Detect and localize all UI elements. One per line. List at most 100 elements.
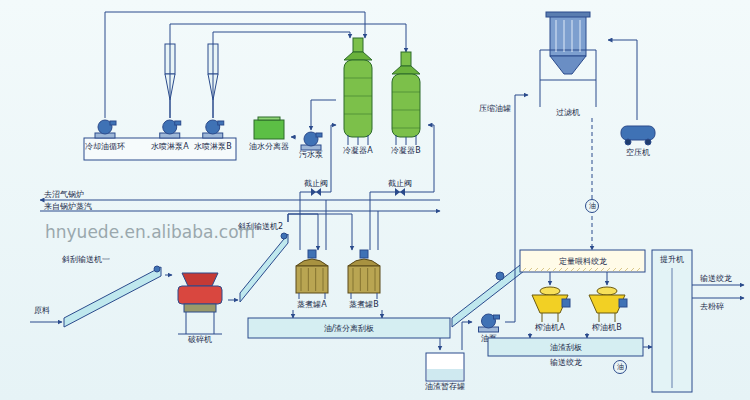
flow-note: 截止阀 [304,179,328,188]
equipment-label: 榨油机A [535,323,564,332]
equipment-drawing [203,120,224,138]
equipment-comp: 空压机 [615,120,661,158]
equipment-label: 冷凝器B [391,146,421,155]
conveyor-motor [496,272,504,280]
flow-note: 原料 [34,306,50,315]
equipment-shape [172,268,228,345]
pipe-connector [382,310,383,318]
equipment-label: 蒸煮罐B [349,300,379,309]
equipment-gtank: 油水分离器 [247,116,291,152]
equipment-label: 油渣刮板 [550,343,582,352]
equipment-drawing [652,250,692,392]
equipment-drawing [520,250,645,272]
flow-note: 压缩油罐 [479,104,511,113]
equipment-shape [336,38,380,156]
equipment-trough: 油/渣分离刮板 [248,318,450,338]
flow-note: 去沼气锅炉 [44,190,84,199]
pipe-connector [530,333,531,338]
equipment-drawing [254,117,284,139]
equipment-vessel: 冷凝器B [384,52,428,156]
equipment-drawing [344,38,372,145]
equipment-drawing [392,52,420,145]
incline-conveyor [452,262,524,327]
pipe-connector [592,118,593,250]
outlet-arrow [692,285,744,286]
pipe-connector [370,125,434,250]
equipment-crusher: 破碎机 [172,268,228,345]
pipe-connector [293,310,294,318]
equipment-drawing [296,250,328,299]
steam-line [40,211,440,212]
pipe-connector [228,300,238,301]
equipment-drawing [532,287,570,322]
equipment-conv: 斜刮输送机一 [62,255,165,330]
steam-drop [378,211,379,250]
equipment-label: 斜刮输送机一 [62,255,110,264]
equipment-shape [62,255,165,330]
flow-note: 来自锅炉蒸汽 [44,202,92,211]
pipe-connector [550,272,551,285]
watermark: hnyuede.en.alibaba.com [45,222,255,242]
equipment-label: 冷凝器A [343,146,372,155]
pipe-connector [462,322,472,350]
equipment-label: 油/渣分离刮板 [324,324,375,333]
pipe-connector [213,32,350,118]
flow-note: 截止阀 [388,179,412,188]
equipment-shape [528,10,608,118]
equipment-drawing [348,250,380,299]
equipment-label: 油渣暂存罐 [425,382,465,391]
equipment-drawing [178,273,222,334]
equipment-drawing [479,314,500,332]
outlet-arrow [692,298,744,299]
equipment-drawing [64,266,161,327]
equipment-drawing [426,353,464,381]
equipment-pump: 污水泵 [296,130,326,160]
equipment-shape [652,250,692,392]
equipment-press: 榨油机A [525,285,575,333]
equipment-pump: 冷却油循环 [83,118,127,152]
equipment-cooker: 蒸煮罐A [290,250,334,310]
pipe-connector [440,338,441,350]
equipment-label: 提升机 [660,255,684,264]
circled-mark: 油 [585,199,599,213]
equipment-drawing [488,338,643,356]
equipment-drawing [95,120,116,138]
equipment-label: 破碎机 [188,335,212,344]
equipment-label: 榨油机B [592,323,622,332]
equipment-drawing [589,287,627,322]
equipment-drawing [240,233,288,302]
equipment-otank: 油渣暂存罐 [420,350,470,392]
equipment-label: 水喷淋泵A [151,142,188,151]
pipe-connector [288,214,352,250]
equipment-label: 污水泵 [299,150,323,159]
equipment-pump: 水喷淋泵B [192,118,234,152]
equipment-label: 水喷淋泵B [194,142,232,151]
flow-note: 去粉碎 [700,302,724,311]
pipe-connector [288,214,318,250]
equipment-drawing [248,318,450,338]
equipment-feeder: 定量喂料绞龙 [520,250,645,272]
equipment-drawing [540,12,596,107]
pipe-connector [505,95,528,322]
equipment-elev: 提升机 [652,250,692,392]
equipment-drawing [621,126,655,145]
pipe-connector [165,275,172,276]
equipment-cooker: 蒸煮罐B [342,250,386,310]
equipment-drawing [160,120,181,138]
equipment-vessel: 冷凝器A [336,38,380,156]
equipment-label: 输送绞龙 [550,358,582,367]
steam-line [40,200,440,201]
equipment-label: 定量喂料绞龙 [559,257,607,266]
pipe-connector [608,40,637,120]
pipe-connector [643,347,652,348]
feed-arrow [30,322,62,323]
pipe-connector [105,12,365,118]
equipment-label: 冷却油循环 [85,142,125,151]
equipment-shape [384,52,428,156]
pipe-connector [291,137,296,138]
pump-base [84,138,236,160]
equipment-label: 蒸煮罐A [297,300,326,309]
